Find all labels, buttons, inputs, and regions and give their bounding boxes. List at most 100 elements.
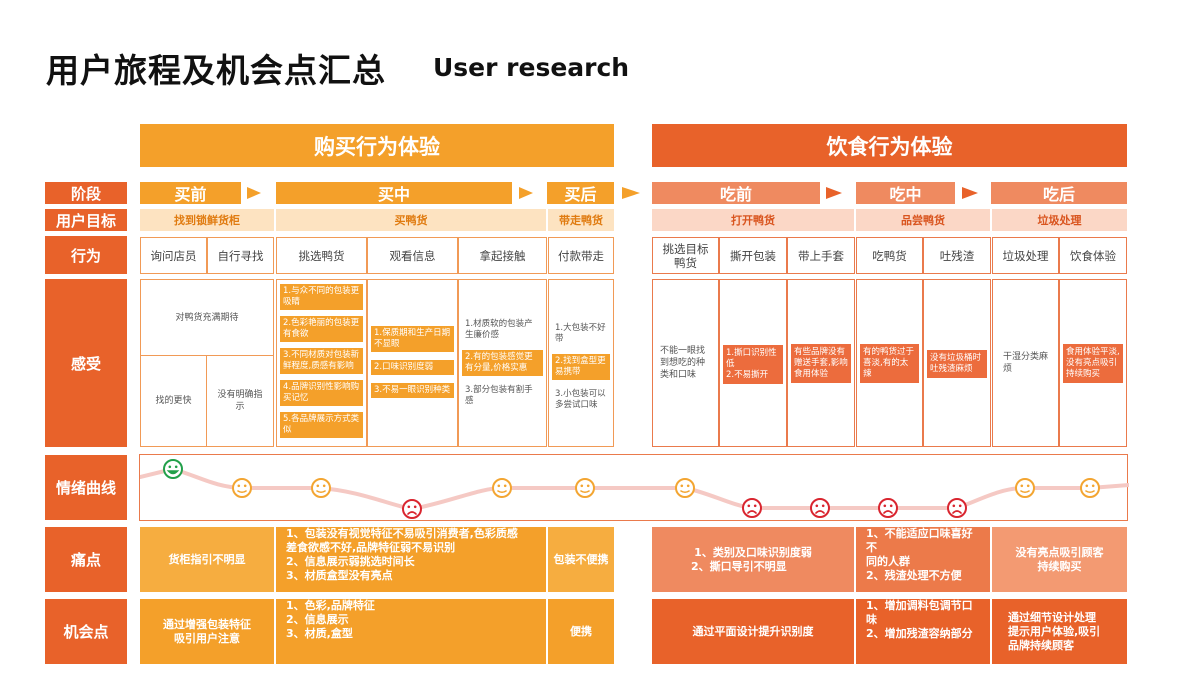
stage-after-eat: 吃后 — [991, 182, 1127, 204]
stage-arrow-icon — [247, 187, 261, 199]
goal-take-away: 带走鸭货 — [548, 209, 614, 231]
neutral-face-icon — [1015, 478, 1035, 498]
pain-line: 1、不能适应口味喜好不 — [866, 527, 973, 554]
feeling-before-buy: 对鸭货充满期待 找的更快 没有明确指示 — [140, 279, 274, 447]
opportunity-line: 通过增强包装特征 — [163, 617, 251, 631]
pain-after-eat: 没有亮点吸引顾客 持续购买 — [992, 527, 1127, 592]
stage-after-buy: 买后 — [547, 182, 614, 204]
stage-arrow-icon — [826, 187, 842, 199]
neutral-face-icon — [311, 478, 331, 498]
feeling-gloves: 有些品牌没有赠送手套,影响食用体验 — [787, 279, 855, 447]
feeling-eat: 有的鸭货过于喜淡,有的太辣 — [856, 279, 923, 447]
feeling-spit: 没有垃圾桶时吐残渣麻烦 — [923, 279, 991, 447]
neutral-face-icon — [232, 478, 252, 498]
pain-before-buy: 货柜指引不明显 — [140, 527, 274, 592]
behavior-gloves: 带上手套 — [787, 237, 855, 274]
opportunity-after-buy: 便携 — [548, 599, 614, 664]
feeling-item: 2.色彩艳丽的包装更有食欲 — [280, 316, 363, 342]
feeling-item: 没有垃圾桶时吐残渣麻烦 — [927, 350, 987, 378]
behavior-ask-staff: 询问店员 — [140, 237, 207, 274]
pain-line: 2、信息展示弱挑选时间长 — [286, 555, 415, 568]
sad-face-icon — [947, 498, 967, 518]
goal-trash: 垃圾处理 — [992, 209, 1127, 231]
pain-after-buy: 包装不便携 — [548, 527, 614, 592]
sad-face-icon — [402, 499, 422, 519]
feeling-text: 没有明确指示 — [217, 390, 263, 412]
neutral-face-icon — [575, 478, 595, 498]
sad-face-icon — [742, 498, 762, 518]
goal-buy: 买鸭货 — [276, 209, 546, 231]
opportunity-line: 通过细节设计处理 — [1008, 610, 1096, 624]
behavior-experience: 饮食体验 — [1059, 237, 1127, 274]
pain-eating: 1、不能适应口味喜好不 同的人群 2、残渣处理不方便 — [856, 527, 990, 592]
stage-before-eat: 吃前 — [652, 182, 820, 204]
feeling-line: 1.撕口识别性低 — [726, 348, 777, 369]
neutral-face-icon — [492, 478, 512, 498]
pain-line: 3、材质盒型没有亮点 — [286, 569, 393, 582]
opportunity-line: 2、增加残渣容纳部分 — [866, 627, 973, 640]
neutral-face-icon — [675, 478, 695, 498]
stage-eating: 吃中 — [856, 182, 955, 204]
feeling-text: 对鸭货充满期待 — [141, 280, 273, 356]
feeling-item: 1.撕口识别性低 2.不易撕开 — [723, 345, 783, 384]
opportunity-line: 2、信息展示 — [286, 613, 349, 626]
feeling-item: 3.不同材质对包装新鲜程度,质感有影响 — [280, 348, 363, 374]
feeling-item: 1.与众不同的包装更吸睛 — [280, 284, 363, 310]
pain-line: 1、类别及口味识别度弱 — [694, 545, 812, 559]
goal-taste: 品尝鸭货 — [856, 209, 990, 231]
row-label-emotion: 情绪曲线 — [45, 455, 127, 520]
opportunity-eating: 1、增加调料包调节口味 2、增加残渣容纳部分 — [856, 599, 990, 664]
feeling-view-info: 1.保质期和生产日期不显眼 2.口味识别度弱 3.不易一眼识别种类 — [367, 279, 458, 447]
pain-line: 2、撕口导引不明显 — [691, 559, 787, 573]
sad-face-icon — [878, 498, 898, 518]
emotion-faces-layer — [163, 459, 1100, 519]
feeling-item: 5.各品牌展示方式类似 — [280, 412, 363, 438]
section-buy-header: 购买行为体验 — [140, 124, 614, 167]
feeling-item: 1.大包装不好带 — [555, 323, 606, 344]
row-label-behavior: 行为 — [45, 236, 127, 274]
row-label-stage: 阶段 — [45, 182, 127, 204]
feeling-item: 2.有的包装感觉更有分量,价格实惠 — [462, 350, 543, 376]
emotion-curve-panel — [139, 454, 1129, 521]
feeling-text: 找的更快 — [141, 356, 207, 446]
row-label-feeling: 感受 — [45, 279, 127, 447]
behavior-eat: 吃鸭货 — [856, 237, 923, 274]
pain-line: 没有亮点吸引顾客 — [1015, 545, 1104, 559]
behavior-trash: 垃圾处理 — [992, 237, 1059, 274]
feeling-item: 2.口味识别度弱 — [371, 360, 454, 375]
stage-arrow-icon — [962, 187, 978, 199]
behavior-spit: 吐残渣 — [923, 237, 991, 274]
opportunity-buying: 1、色彩,品牌特征 2、信息展示 3、材质,盒型 — [276, 599, 546, 664]
behavior-view-info: 观看信息 — [367, 237, 458, 274]
feeling-touch: 1.材质软的包装产生廉价感 2.有的包装感觉更有分量,价格实惠 3.部分包装有割… — [458, 279, 547, 447]
opportunity-line: 吸引用户注意 — [174, 631, 240, 645]
pain-line: 2、残渣处理不方便 — [866, 569, 962, 582]
opportunity-line: 品牌持续顾客 — [1008, 638, 1074, 652]
neutral-face-icon — [1080, 478, 1100, 498]
feeling-item: 2.找到盒型更易携带 — [552, 354, 610, 380]
feeling-experience: 食用体验平淡,没有亮点吸引持续购买 — [1059, 279, 1127, 447]
stage-before-buy: 买前 — [140, 182, 241, 204]
feeling-trash: 干湿分类麻烦 — [992, 279, 1059, 447]
stage-arrow-icon — [519, 187, 533, 199]
feeling-item: 4.品牌识别性影响购买记忆 — [280, 380, 363, 406]
behavior-select: 挑选鸭货 — [276, 237, 367, 274]
behavior-self-search: 自行寻找 — [207, 237, 274, 274]
feeling-pay: 1.大包装不好带 2.找到盒型更易携带 3.小包装可以多尝试口味 — [548, 279, 614, 447]
pain-buying: 1、包装没有视觉特征不易吸引消费者,色彩质感 差食欲感不好,品牌特征弱不易识别 … — [276, 527, 546, 592]
happy-face-icon — [163, 459, 183, 479]
stage-buying: 买中 — [276, 182, 512, 204]
sad-face-icon — [810, 498, 830, 518]
feeling-item: 食用体验平淡,没有亮点吸引持续购买 — [1063, 344, 1123, 383]
feeling-item: 3.不易一眼识别种类 — [371, 383, 454, 398]
pain-line: 1、包装没有视觉特征不易吸引消费者,色彩质感 — [286, 527, 518, 540]
row-label-opportunity: 机会点 — [45, 599, 127, 664]
goal-open: 打开鸭货 — [652, 209, 854, 231]
feeling-line: 2.不易撕开 — [726, 370, 769, 380]
row-label-goal: 用户目标 — [45, 209, 127, 231]
opportunity-before-eat: 通过平面设计提升识别度 — [652, 599, 854, 664]
opportunity-line: 3、材质,盒型 — [286, 627, 353, 640]
pain-line: 同的人群 — [866, 555, 910, 568]
opportunity-line: 提示用户体验,吸引 — [1008, 624, 1101, 638]
behavior-pay: 付款带走 — [548, 237, 614, 274]
